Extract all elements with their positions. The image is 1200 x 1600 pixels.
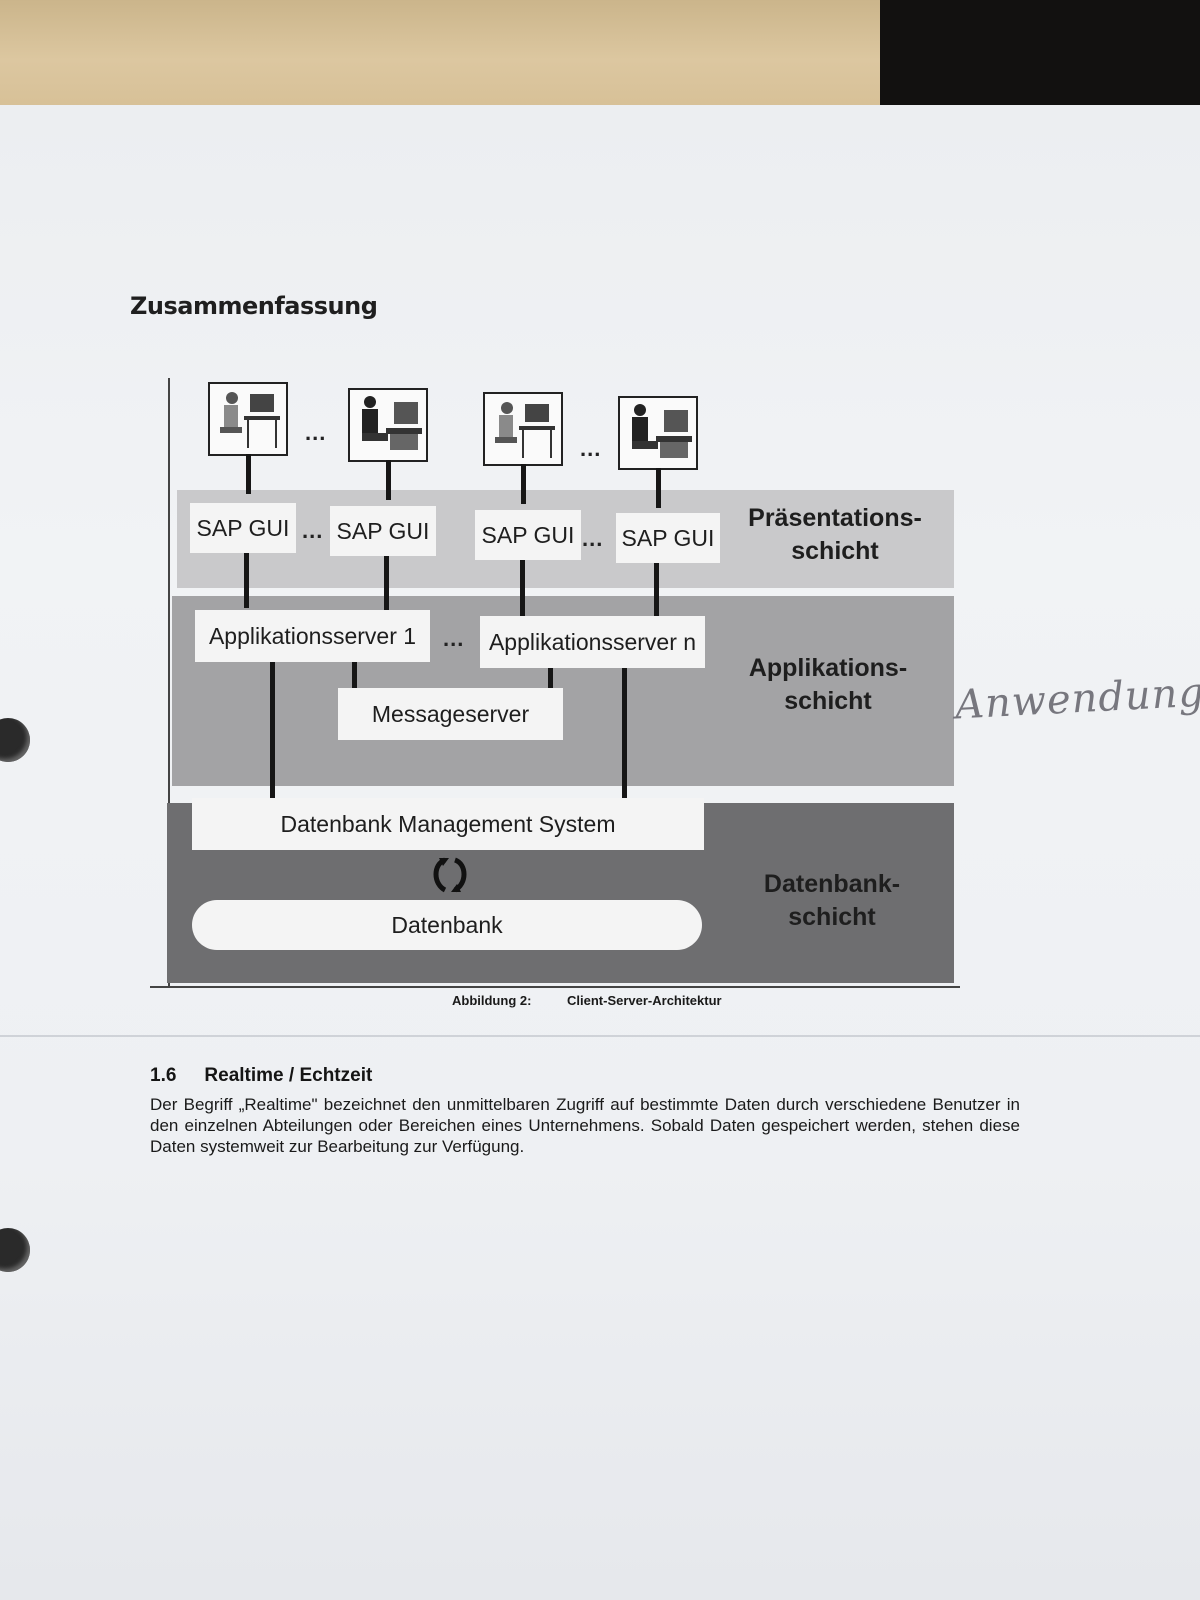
section-number: 1.6 <box>150 1065 177 1086</box>
workstation-ellipsis: ... <box>305 420 327 445</box>
page-fold <box>0 1035 1200 1037</box>
connector-line <box>384 554 389 612</box>
sap-gui-box: SAP GUI <box>190 503 296 553</box>
connector-line <box>656 468 661 508</box>
app-server-ellipsis: ... <box>443 626 465 651</box>
connector-line <box>246 454 251 494</box>
sync-arrows-icon <box>425 854 475 896</box>
connector-line <box>654 560 659 620</box>
connector-line <box>244 550 249 608</box>
application-layer-label: Applikations- schicht <box>748 654 908 715</box>
diagram-frame-left <box>168 378 170 988</box>
connector-line <box>622 668 627 804</box>
connector-line <box>270 660 275 798</box>
application-server-n-box: Applikationsserver n <box>480 616 705 668</box>
application-server-1-box: Applikationsserver 1 <box>195 610 430 662</box>
diagram-frame-bottom <box>150 986 960 988</box>
database-box: Datenbank <box>192 900 702 950</box>
sap-gui-box: SAP GUI <box>475 510 581 560</box>
presentation-layer-label: Präsentations- schicht <box>748 504 922 565</box>
connector-line <box>521 464 526 504</box>
workstation-icon <box>618 396 698 470</box>
sap-gui-box: SAP GUI <box>616 513 720 563</box>
connector-line <box>386 460 391 500</box>
workstation-icon <box>483 392 563 466</box>
dbms-box: Datenbank Management System <box>192 798 704 850</box>
workstation-ellipsis: ... <box>580 436 602 461</box>
connector-line <box>520 558 525 616</box>
gui-ellipsis: ... <box>582 526 604 551</box>
gui-ellipsis: ... <box>302 518 324 543</box>
section-heading: 1.6 Realtime / Echtzeit <box>150 1065 372 1087</box>
figure-caption-label: Abbildung 2: <box>452 993 532 1008</box>
figure-caption-title: Client-Server-Architektur <box>567 993 722 1008</box>
connector-line <box>352 660 357 690</box>
workstation-icon <box>208 382 288 456</box>
section-paragraph: Der Begriff „Realtime" bezeichnet den un… <box>150 1095 1020 1156</box>
message-server-box: Messageserver <box>338 688 563 740</box>
architecture-diagram: ... ... SAP GUI ... SAP GUI SAP GUI ... … <box>150 378 965 1003</box>
workstation-icon <box>348 388 428 462</box>
database-layer-label: Datenbank- schicht <box>763 870 901 931</box>
page-heading: Zusammenfassung <box>130 292 378 320</box>
connector-line <box>548 668 553 694</box>
section-title: Realtime / Echtzeit <box>204 1065 373 1086</box>
sap-gui-box: SAP GUI <box>330 506 436 556</box>
